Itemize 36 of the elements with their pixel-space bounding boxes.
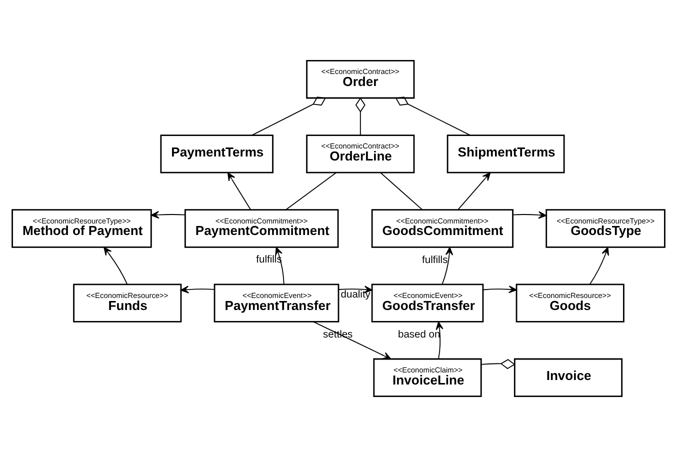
- arrow: [436, 321, 444, 359]
- connector: [380, 172, 423, 210]
- arrow: [150, 210, 186, 218]
- arrow: [227, 172, 252, 210]
- node-box: ShipmentTerms: [446, 134, 565, 173]
- arrow: [313, 320, 392, 359]
- arrow: [589, 246, 609, 284]
- node-box: <<EconomicEvent>> PaymentTransfer: [214, 283, 340, 322]
- arrow: [482, 285, 517, 293]
- arrow: [180, 285, 215, 293]
- edge-label: duality: [340, 288, 370, 300]
- arrow: [457, 172, 491, 210]
- edge-label: fulfills: [422, 254, 448, 266]
- node-box: <<EconomicEvent>> GoodsTransfer: [371, 283, 484, 322]
- connector: [355, 96, 366, 136]
- node-box: <<EconomicCommitment>> GoodsCommitment: [371, 208, 514, 248]
- connector: [395, 96, 471, 136]
- arrow: [275, 246, 284, 284]
- arrow: [512, 210, 547, 218]
- node-box: Invoice: [514, 358, 623, 396]
- arrow: [442, 246, 454, 284]
- arrow: [338, 285, 372, 293]
- edge-label: based on: [398, 328, 440, 340]
- node-box: <<EconomicResource>> Goods: [516, 283, 624, 322]
- node-box: <<EconomicResource>> Funds: [73, 283, 182, 322]
- connector: [285, 172, 337, 210]
- node-box: PaymentTerms: [160, 134, 274, 173]
- node-box: <<EconomicResourceType>> GoodsType: [546, 208, 666, 248]
- node-box: <<EconomicContract>> OrderLine: [306, 134, 415, 173]
- node-box: <<EconomicContract>> Order: [306, 60, 415, 98]
- connector: [480, 358, 516, 369]
- connector: [251, 96, 326, 136]
- node-box: <<EconomicResourceType>> Method of Payment: [12, 208, 152, 248]
- node-box: <<EconomicClaim>> InvoiceLine: [373, 358, 482, 396]
- arrow: [104, 246, 128, 284]
- node-box: <<EconomicCommitment>> PaymentCommitment: [184, 208, 339, 248]
